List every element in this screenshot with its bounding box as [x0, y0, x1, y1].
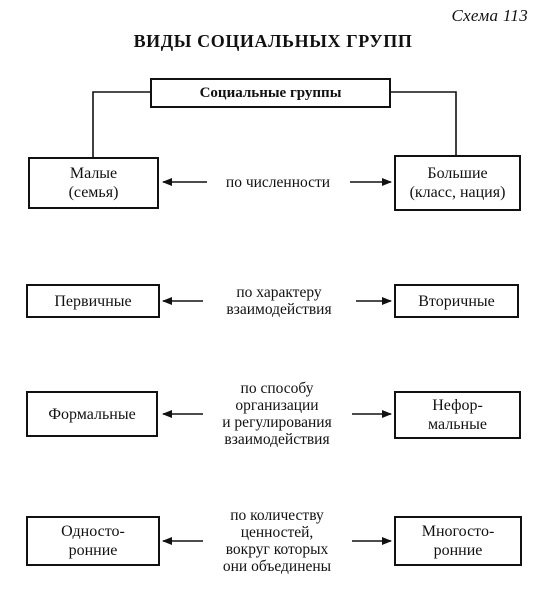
row2-right-box: Вторичные — [394, 284, 519, 318]
row3-criterion-line1: по способу — [240, 380, 314, 397]
row1-left-line2: (семья) — [68, 184, 119, 201]
row4-criterion-line1: по количеству — [230, 507, 324, 524]
row2-criterion: по характеру взаимодействия — [198, 282, 360, 320]
row4-right-box: Многосто- ронние — [394, 516, 522, 566]
row3-criterion: по способу организации и регулирования в… — [196, 377, 358, 451]
row1-criterion-line1: по численности — [225, 173, 331, 191]
row2-criterion-line2: взаимодействия — [226, 301, 332, 318]
row4-left-box: Односто- ронние — [26, 516, 160, 566]
row3-left-box: Формальные — [26, 391, 158, 437]
row3-right-line2: мальные — [428, 416, 487, 433]
row3-criterion-line3: и регулирования — [222, 414, 332, 431]
diagram-title: ВИДЫ СОЦИАЛЬНЫХ ГРУПП — [133, 31, 413, 51]
row2-left-line1: Первичные — [54, 292, 132, 310]
row4-left-line2: ронние — [68, 542, 118, 559]
row2-left-box: Первичные — [26, 284, 160, 318]
row4-right-line2: ронние — [433, 542, 483, 559]
row4-criterion-line3: вокруг которых — [225, 541, 329, 558]
row4-criterion: по количеству ценностей, вокруг которых … — [196, 504, 358, 578]
row4-criterion-line4: они объединены — [222, 558, 332, 575]
scheme-number: Схема 113 — [451, 6, 528, 25]
row3-left-line1: Формальные — [48, 405, 136, 423]
row1-right-line1: Большие — [427, 165, 488, 182]
row2-criterion-line1: по характеру — [236, 284, 322, 301]
root-box: Социальные группы — [150, 78, 391, 108]
row2-right-line1: Вторичные — [418, 292, 495, 310]
row3-criterion-line4: взаимодействия — [224, 431, 330, 448]
row1-left-line1: Малые — [69, 165, 118, 182]
row1-right-box: Большие (класс, нация) — [394, 155, 521, 211]
root-box-label: Социальные группы — [199, 84, 342, 101]
root-connector-right — [391, 91, 457, 155]
row3-criterion-line2: организации — [235, 397, 319, 414]
row4-right-line1: Многосто- — [421, 523, 495, 540]
row4-criterion-line2: ценностей, — [240, 524, 314, 541]
row1-right-line2: (класс, нация) — [409, 184, 506, 201]
row4-left-line1: Односто- — [61, 523, 125, 540]
row3-right-box: Нефор- мальные — [394, 391, 521, 439]
row3-right-line1: Нефор- — [432, 397, 483, 414]
row1-criterion: по численности — [205, 172, 351, 192]
row1-left-box: Малые (семья) — [28, 157, 159, 209]
root-connector-left — [92, 91, 150, 157]
